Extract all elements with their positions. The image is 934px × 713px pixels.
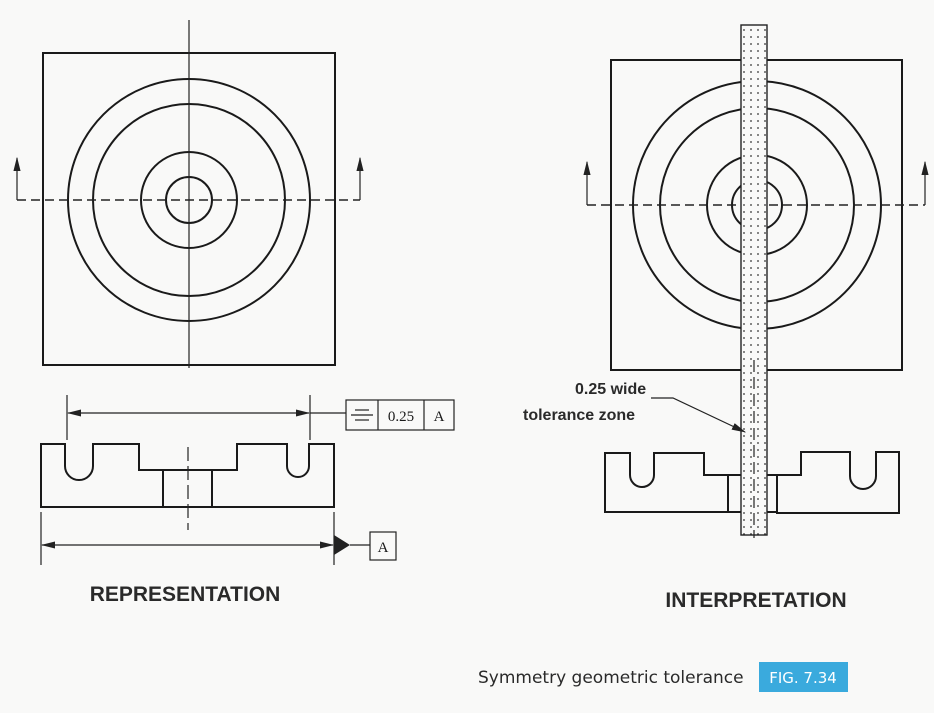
datum-reference: A (434, 409, 445, 425)
zone-label-line1: 0.25 wide (575, 381, 646, 398)
representation-title: REPRESENTATION (90, 583, 281, 606)
feature-control-frame: 0.25 A (345, 399, 455, 431)
datum-label: A (378, 540, 389, 556)
figure-number: FIG. 7.34 (769, 669, 837, 687)
symmetry-icon (351, 409, 373, 421)
interpretation-title: INTERPRETATION (665, 589, 846, 612)
leader-arrow (651, 397, 747, 433)
datum-feature-symbol: A (369, 531, 397, 561)
zone-label-line2: tolerance zone (523, 407, 635, 424)
representation-top-view (13, 20, 364, 368)
tolerance-value: 0.25 (388, 409, 414, 425)
representation-section-view (40, 395, 370, 565)
figure-number-badge (759, 662, 848, 692)
figure-caption: Symmetry geometric tolerance (478, 668, 744, 688)
tolerance-zone (740, 24, 768, 538)
